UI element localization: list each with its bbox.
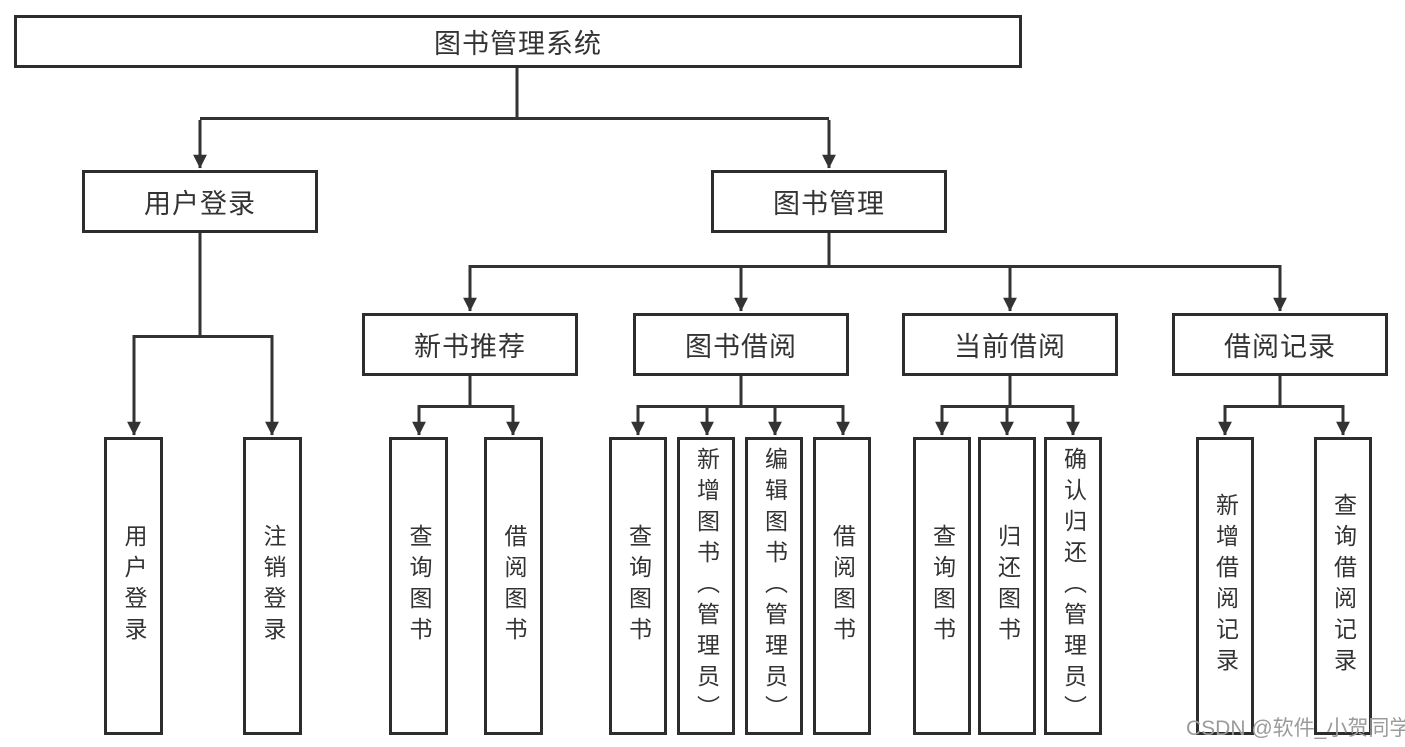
leaf-query-books-borrow: 查询图书 xyxy=(609,437,667,735)
leaf-borrow-books: 借阅图书 xyxy=(813,437,871,735)
leaf-logout: 注销登录 xyxy=(243,437,302,735)
node-book-management: 图书管理 xyxy=(711,170,947,233)
leaf-edit-books-admin: 编辑图书（管理员） xyxy=(745,437,803,735)
leaf-query-borrow-record: 查询借阅记录 xyxy=(1314,437,1372,735)
csdn-watermark: CSDN @软件_小贺同学 xyxy=(1186,717,1405,740)
leaf-query-books-recommend: 查询图书 xyxy=(389,437,448,735)
node-current-borrow: 当前借阅 xyxy=(902,313,1118,376)
node-root-system: 图书管理系统 xyxy=(14,15,1022,68)
leaf-return-books: 归还图书 xyxy=(978,437,1036,735)
node-user-login: 用户登录 xyxy=(82,170,318,233)
leaf-borrow-books-recommend: 借阅图书 xyxy=(484,437,543,735)
leaf-query-books-current: 查询图书 xyxy=(913,437,971,735)
node-book-borrow: 图书借阅 xyxy=(633,313,849,376)
leaf-add-borrow-record: 新增借阅记录 xyxy=(1196,437,1254,735)
leaf-user-login: 用户登录 xyxy=(104,437,163,735)
leaf-confirm-return-admin: 确认归还（管理员） xyxy=(1044,437,1102,735)
node-borrow-record: 借阅记录 xyxy=(1172,313,1388,376)
leaf-add-books-admin: 新增图书（管理员） xyxy=(677,437,735,735)
node-new-book-recommend: 新书推荐 xyxy=(362,313,578,376)
